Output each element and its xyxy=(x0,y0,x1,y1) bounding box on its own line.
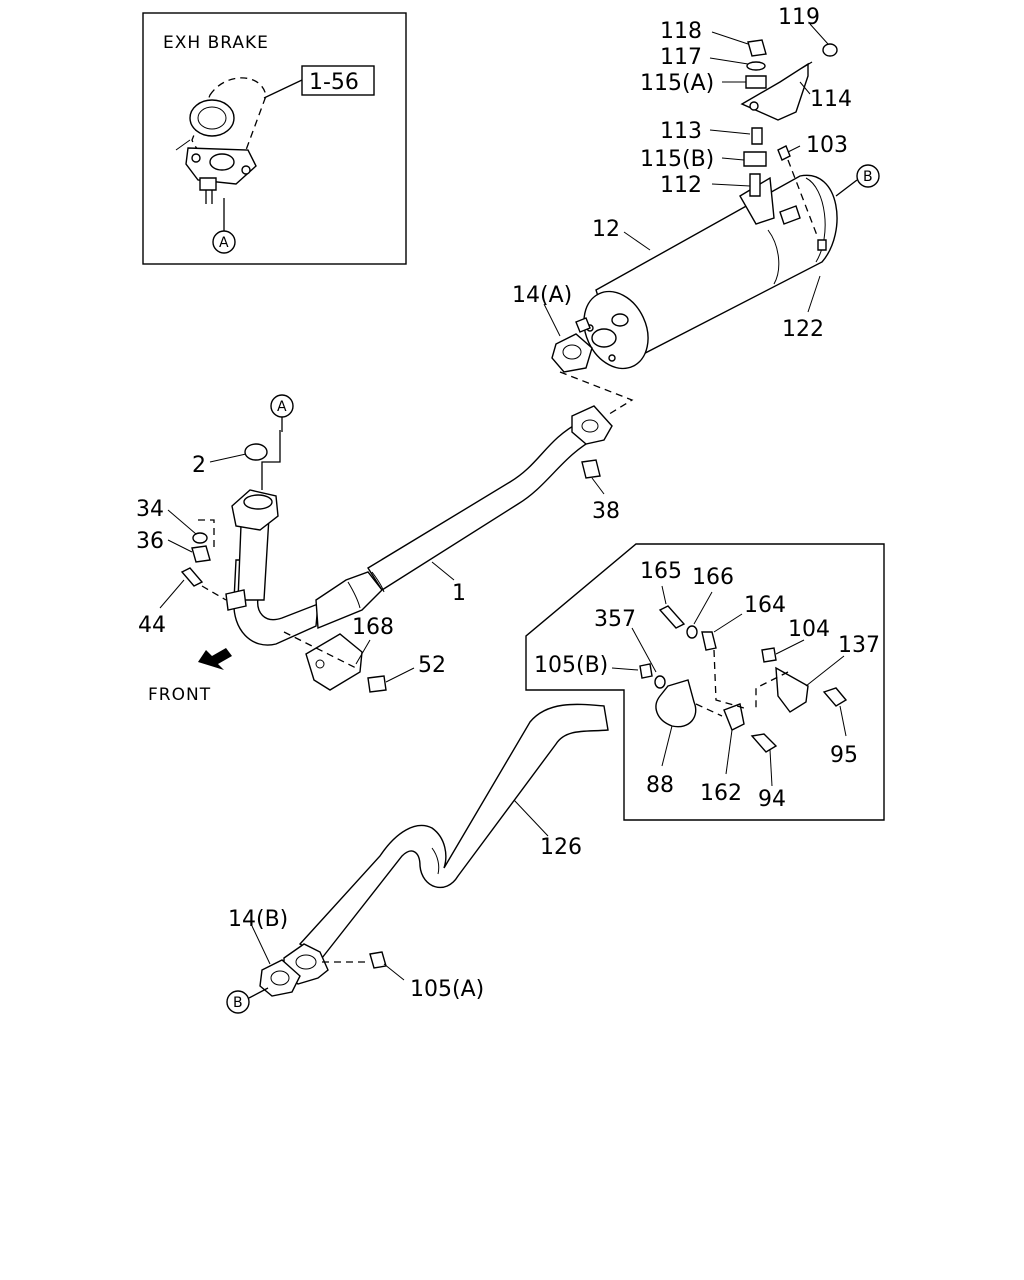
label-14a: 14(A) xyxy=(512,283,572,308)
washer-166 xyxy=(686,625,698,639)
front-label: FRONT xyxy=(148,685,211,705)
label-122: 122 xyxy=(782,317,824,342)
rubber-115b xyxy=(743,151,767,167)
exh-brake-assembly xyxy=(175,77,267,204)
nut-52 xyxy=(367,675,387,693)
front-pipe xyxy=(225,405,613,646)
rubber-115a xyxy=(745,75,767,89)
bolt-103 xyxy=(777,145,791,161)
hanger-hardware xyxy=(740,39,838,251)
clamp-hardware xyxy=(639,605,848,753)
nut-38 xyxy=(581,459,601,479)
marker-b-muffler xyxy=(856,164,880,188)
clamp-detail-inset xyxy=(525,543,885,821)
washer-34 xyxy=(192,532,208,544)
label-34: 34 xyxy=(136,497,164,522)
washer-117 xyxy=(746,61,766,71)
inset-marker-a xyxy=(212,230,236,254)
label-105b: 105(B) xyxy=(534,653,608,678)
label-115b: 115(B) xyxy=(640,147,714,172)
label-119: 119 xyxy=(778,5,820,30)
label-115a: 115(A) xyxy=(640,71,714,96)
clamp-88 xyxy=(655,679,697,728)
label-104: 104 xyxy=(788,617,830,642)
nut-104 xyxy=(761,647,777,663)
label-38: 38 xyxy=(592,499,620,524)
bolt-112 xyxy=(749,173,761,197)
label-166: 166 xyxy=(692,565,734,590)
label-117: 117 xyxy=(660,45,702,70)
gasket-14a xyxy=(551,317,593,373)
label-165: 165 xyxy=(640,559,682,584)
label-357: 357 xyxy=(594,607,636,632)
label-12: 12 xyxy=(592,217,620,242)
gasket-2 xyxy=(244,443,268,461)
label-105a: 105(A) xyxy=(410,977,484,1002)
label-36: 36 xyxy=(136,529,164,554)
marker-b-pipe xyxy=(226,990,250,1014)
muffler xyxy=(583,174,838,370)
nut-105a xyxy=(369,951,387,969)
exh-brake-inset: EXH BRAKE 1-56 A xyxy=(142,12,407,265)
bolt-44 xyxy=(180,567,204,587)
nut-105b xyxy=(639,663,653,679)
inset-title: EXH BRAKE xyxy=(163,33,269,53)
bolt-94 xyxy=(750,733,778,753)
pin-164 xyxy=(701,631,717,651)
label-52: 52 xyxy=(418,653,446,678)
tail-pipe xyxy=(298,703,609,959)
label-103: 103 xyxy=(806,133,848,158)
svg-text:B: B xyxy=(863,169,873,185)
nut-119 xyxy=(822,43,838,57)
label-44: 44 xyxy=(138,613,166,638)
bracket-114 xyxy=(740,62,809,121)
bolt-95 xyxy=(822,687,848,707)
bracket-137 xyxy=(775,666,809,713)
front-arrow-icon xyxy=(198,648,232,670)
label-14b: 14(B) xyxy=(228,907,288,932)
nut-118 xyxy=(747,39,767,57)
collar-113 xyxy=(751,127,763,145)
label-94: 94 xyxy=(758,787,786,812)
label-168: 168 xyxy=(352,615,394,640)
label-114: 114 xyxy=(810,87,852,112)
part-labels: 118 117 115(A) 119 114 113 115(B) 103 11… xyxy=(136,5,880,1002)
label-88: 88 xyxy=(646,773,674,798)
svg-text:B: B xyxy=(233,995,243,1011)
ref-box-label: 1-56 xyxy=(309,70,359,95)
svg-text:A: A xyxy=(277,399,287,415)
label-1: 1 xyxy=(452,581,466,606)
nut-122 xyxy=(817,239,827,251)
nut-36 xyxy=(191,545,211,563)
label-126: 126 xyxy=(540,835,582,860)
gasket-14b xyxy=(259,943,329,997)
label-137: 137 xyxy=(838,633,880,658)
label-95: 95 xyxy=(830,743,858,768)
label-113: 113 xyxy=(660,119,702,144)
washer-357 xyxy=(654,675,666,689)
label-118: 118 xyxy=(660,19,702,44)
bolt-165 xyxy=(658,605,686,629)
bracket-168 xyxy=(283,631,387,693)
label-164: 164 xyxy=(744,593,786,618)
bracket-162 xyxy=(723,703,745,731)
label-2: 2 xyxy=(192,453,206,478)
label-162: 162 xyxy=(700,781,742,806)
leader-lines xyxy=(159,23,847,981)
svg-text:A: A xyxy=(219,235,229,251)
label-112: 112 xyxy=(660,173,702,198)
